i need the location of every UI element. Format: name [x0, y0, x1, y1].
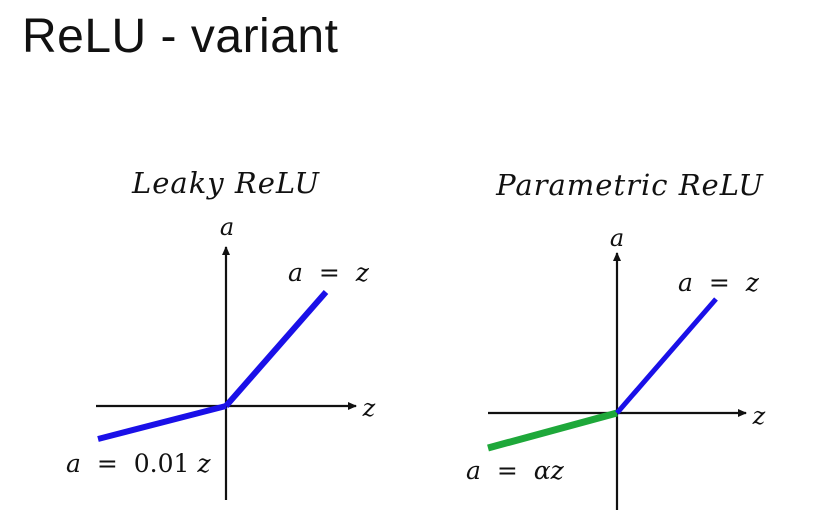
- leaky-positive-label: a = z: [288, 258, 370, 287]
- leaky-positive-label-eq: =: [319, 258, 340, 287]
- leaky-positive-segment: [223, 290, 329, 408]
- leaky-relu-panel: Leaky ReLU a z a = z a = 0.01 z: [66, 166, 376, 500]
- leaky-positive-label-rhs: z: [355, 258, 370, 287]
- parametric-positive-label-rhs: z: [745, 268, 760, 297]
- leaky-positive-label-lhs: a: [288, 258, 303, 287]
- parametric-negative-segment: [487, 409, 618, 452]
- leaky-relu-title: Leaky ReLU: [131, 166, 321, 200]
- slide-title: ReLU - variant: [22, 10, 339, 63]
- leaky-negative-label-var: z: [196, 449, 211, 478]
- leaky-negative-label: a = 0.01 z: [66, 449, 211, 478]
- parametric-y-axis-label: a: [610, 224, 624, 252]
- parametric-negative-label-rhs: αz: [534, 456, 565, 485]
- svg-text:a = 0.01: a = 0.01 z: [66, 449, 211, 478]
- parametric-negative-label-eq: =: [497, 456, 518, 485]
- parametric-positive-segment: [615, 297, 718, 415]
- leaky-y-axis-label: a: [220, 213, 234, 241]
- parametric-positive-label-eq: =: [709, 268, 730, 297]
- svg-text:a = z: a = z: [678, 268, 760, 297]
- leaky-negative-label-lhs: a: [66, 449, 81, 478]
- parametric-positive-label: a = z: [678, 268, 760, 297]
- parametric-negative-label: a = αz: [466, 456, 565, 485]
- leaky-negative-label-eq: =: [97, 449, 118, 478]
- leaky-x-axis-label: z: [362, 394, 376, 422]
- parametric-relu-title: Parametric ReLU: [495, 168, 764, 202]
- svg-text:a = αz: a = αz: [466, 456, 565, 485]
- svg-text:a = z: a = z: [288, 258, 370, 287]
- parametric-negative-label-lhs: a: [466, 456, 481, 485]
- parametric-relu-panel: Parametric ReLU a z a = z a = αz: [466, 168, 766, 510]
- leaky-negative-segment: [97, 403, 227, 442]
- parametric-positive-label-lhs: a: [678, 268, 693, 297]
- leaky-negative-label-coef: 0.01: [134, 449, 190, 478]
- parametric-x-axis-label: z: [752, 402, 766, 430]
